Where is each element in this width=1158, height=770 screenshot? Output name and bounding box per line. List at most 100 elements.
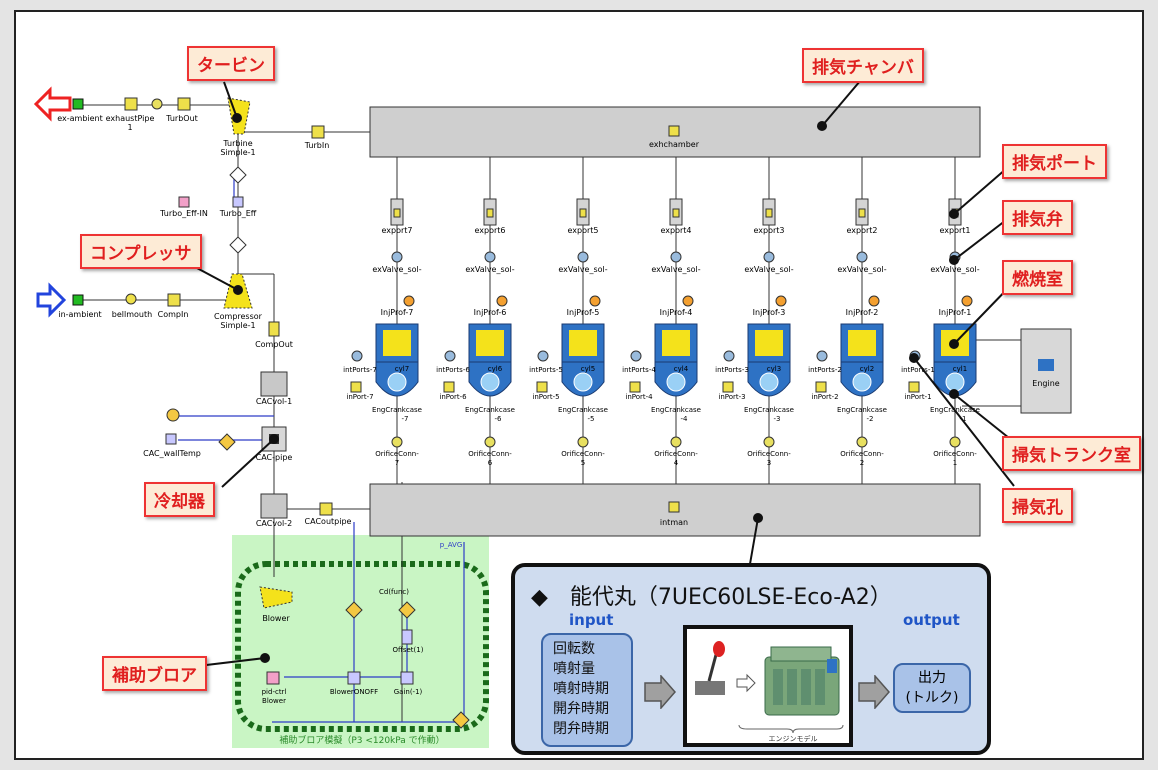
injector-icon — [683, 296, 693, 306]
gain-block[interactable] — [401, 672, 413, 684]
vessel-title: ◆ 能代丸（7UEC60LSE-Eco-A2） — [531, 579, 892, 611]
exhaust-pipe-label: exhaustPipe — [106, 114, 155, 123]
orifice-node[interactable] — [764, 437, 774, 447]
input-item: 噴射量 — [553, 659, 621, 679]
exhaust-valve-label: exValve_sol- — [930, 265, 979, 274]
orifice-node[interactable] — [392, 437, 402, 447]
intake-port-label: intPorts-2 — [808, 366, 842, 374]
combustion-chamber-fill — [755, 330, 783, 356]
crank-icon — [667, 373, 685, 391]
exhaust-valve-node[interactable] — [485, 252, 495, 262]
crank-icon — [574, 373, 592, 391]
exhaust-port-label: export3 — [753, 226, 784, 235]
intake-port-node[interactable] — [631, 351, 641, 361]
callout-scavenge-trunk: 掃気トランク室 — [1002, 436, 1141, 471]
callout-exhaust-valve: 排気弁 — [1002, 200, 1073, 235]
orifice-node[interactable] — [578, 437, 588, 447]
combustion-chamber-fill — [569, 330, 597, 356]
intake-manifold-label: intman — [660, 518, 688, 527]
intake-port-node[interactable] — [352, 351, 362, 361]
exhaust-valve-label: exValve_sol- — [372, 265, 421, 274]
inport-block[interactable] — [630, 382, 640, 392]
injector-label: InjProf-1 — [939, 308, 972, 317]
inport-block[interactable] — [444, 382, 454, 392]
injector-label: InjProf-7 — [381, 308, 414, 317]
inport-label: inPort-4 — [625, 393, 653, 401]
comp-out-block[interactable] — [269, 322, 279, 336]
cac-vol-2-block[interactable] — [261, 494, 287, 518]
orifice-node[interactable] — [671, 437, 681, 447]
vessel-info-panel: ◆ 能代丸（7UEC60LSE-Eco-A2） input output 回転数… — [511, 563, 991, 755]
orifice-node[interactable] — [857, 437, 867, 447]
injector-icon — [776, 296, 786, 306]
output-box: 出力 (トルク) — [893, 663, 971, 713]
turbo-eff-in-block[interactable] — [179, 197, 189, 207]
p-avg-label: p_AVG — [440, 541, 463, 549]
cylinder-label: cyl3 — [767, 365, 781, 373]
cac-vol-1-block[interactable] — [261, 372, 287, 396]
inport-block[interactable] — [351, 382, 361, 392]
exhaust-pipe-num: 1 — [127, 123, 132, 132]
crank-icon — [481, 373, 499, 391]
intake-port-node[interactable] — [817, 351, 827, 361]
shaft-sensor-1[interactable] — [230, 167, 246, 183]
in-ambient-label: in-ambient — [58, 310, 101, 319]
blower-onoff-block[interactable] — [348, 672, 360, 684]
exhaust-port-label: export2 — [846, 226, 877, 235]
inport-block[interactable] — [816, 382, 826, 392]
cac-walltemp-block[interactable] — [166, 434, 176, 444]
injector-label: InjProf-3 — [753, 308, 786, 317]
exhaust-valve-node[interactable] — [578, 252, 588, 262]
engine-model-illustration: エンジンモデル — [687, 629, 849, 743]
exhaust-valve-node[interactable] — [392, 252, 402, 262]
intake-port-node[interactable] — [724, 351, 734, 361]
intake-port-node[interactable] — [445, 351, 455, 361]
crankcase-num-label: -7 — [402, 415, 409, 423]
exhaust-port-icon — [673, 209, 679, 217]
bellmouth-node[interactable] — [126, 294, 136, 304]
engine-label: Engine — [1032, 379, 1059, 388]
crankcase-num-label: -4 — [681, 415, 689, 423]
shaft-sensor-2[interactable] — [230, 237, 246, 253]
exhaust-pipe-block[interactable] — [125, 98, 137, 110]
orifice-node[interactable] — [950, 437, 960, 447]
comp-in-block[interactable] — [168, 294, 180, 306]
cac-walltemp-node[interactable] — [167, 409, 179, 421]
exhaust-valve-node[interactable] — [764, 252, 774, 262]
orifice-node[interactable] — [485, 437, 495, 447]
intake-port-label: intPorts-4 — [622, 366, 656, 374]
cac-vol-1-label: CACvol-1 — [256, 397, 292, 406]
turbo-eff-block[interactable] — [233, 197, 243, 207]
orifice-label: OrificeConn- — [561, 450, 605, 458]
injector-label: InjProf-6 — [474, 308, 507, 317]
temp-sensor[interactable] — [219, 434, 235, 450]
intake-port-node[interactable] — [538, 351, 548, 361]
input-arrow-icon — [643, 675, 677, 709]
turb-out-block[interactable] — [178, 98, 190, 110]
compressor-label: Compressor — [214, 312, 263, 321]
pid-ctrl-label-2: Blower — [262, 697, 286, 705]
ex-ambient-node[interactable] — [73, 99, 83, 109]
exhaust-valve-node[interactable] — [857, 252, 867, 262]
inport-block[interactable] — [537, 382, 547, 392]
crankcase-label: EngCrankcase — [837, 406, 887, 414]
inport-block[interactable] — [909, 382, 919, 392]
inport-block[interactable] — [723, 382, 733, 392]
pid-ctrl-block[interactable] — [267, 672, 279, 684]
exhaust-orifice[interactable] — [152, 99, 162, 109]
inport-label: inPort-7 — [346, 393, 373, 401]
turb-in-block[interactable] — [312, 126, 324, 138]
comp-out-label: CompOut — [255, 340, 293, 349]
injector-icon — [590, 296, 600, 306]
offset-block[interactable] — [402, 630, 412, 644]
exhaust-port-label: export6 — [474, 226, 505, 235]
cac-vol-2-label: CACvol-2 — [256, 519, 292, 528]
orifice-num-label: 7 — [395, 459, 399, 467]
exhaust-valve-node[interactable] — [671, 252, 681, 262]
intake-port-label: intPorts-1 — [901, 366, 935, 374]
pid-ctrl-label: pid-ctrl — [262, 688, 287, 696]
in-ambient-node[interactable] — [73, 295, 83, 305]
cac-outpipe-block[interactable] — [320, 503, 332, 515]
engine-icon — [1038, 359, 1054, 371]
combustion-chamber-fill — [662, 330, 690, 356]
